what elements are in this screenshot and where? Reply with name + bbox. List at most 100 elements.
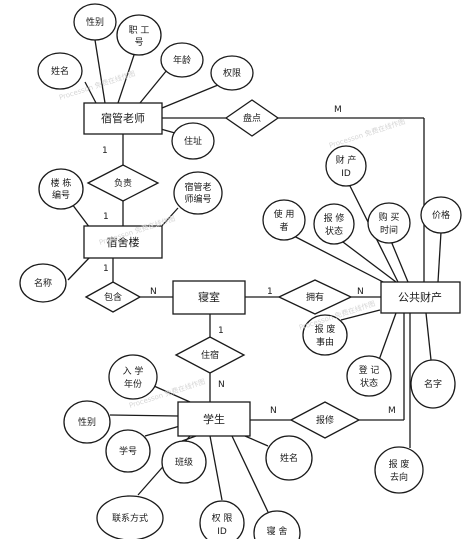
svg-text:报 废: 报 废 xyxy=(315,323,336,335)
cardinality-room-live: 1 xyxy=(218,326,224,336)
svg-text:性别: 性别 xyxy=(86,16,104,28)
entity-label: 宿管老师 xyxy=(101,111,145,125)
relationship-report: 报修 xyxy=(289,401,361,439)
entity-building: 宿舍楼 xyxy=(83,225,163,259)
attr-student-name: 姓名 xyxy=(265,435,313,481)
svg-text:学号: 学号 xyxy=(119,445,137,457)
svg-text:权 限: 权 限 xyxy=(212,512,233,524)
entity-label: 宿舍楼 xyxy=(107,235,140,249)
cardinality-asset-report: M xyxy=(388,406,396,416)
svg-text:登 记: 登 记 xyxy=(359,365,380,376)
svg-text:财 产: 财 产 xyxy=(336,154,357,166)
entity-asset: 公共财产 xyxy=(380,281,461,314)
cardinality-building-contain: 1 xyxy=(103,264,109,274)
relationship-label: 包含 xyxy=(104,291,122,303)
svg-text:报 废: 报 废 xyxy=(389,458,410,470)
svg-text:姓名: 姓名 xyxy=(51,65,69,77)
svg-text:师编号: 师编号 xyxy=(184,193,211,205)
attr-student-contact: 联系方式 xyxy=(96,495,164,539)
cardinality-teacher-responsible: 1 xyxy=(102,146,108,156)
attr-teacher-name: 姓名 xyxy=(37,52,83,90)
attr-student-no: 学号 xyxy=(105,429,151,473)
relationship-live: 住宿 xyxy=(174,336,246,374)
svg-text:报 修: 报 修 xyxy=(324,212,345,224)
attr-teacher-gender: 性别 xyxy=(73,3,117,41)
svg-text:权限: 权限 xyxy=(223,67,241,79)
svg-text:名称: 名称 xyxy=(34,277,52,289)
attr-teacher-addr: 住址 xyxy=(171,122,215,160)
svg-text:Processon 免费在线作图: Processon 免费在线作图 xyxy=(328,117,406,150)
svg-text:号: 号 xyxy=(134,37,143,48)
svg-text:宿管老: 宿管老 xyxy=(184,181,211,193)
attr-asset-name: 名字 xyxy=(410,359,456,409)
svg-text:价格: 价格 xyxy=(432,209,450,221)
svg-text:者: 者 xyxy=(279,222,288,233)
attr-asset-price: 价格 xyxy=(420,196,462,234)
svg-text:姓名: 姓名 xyxy=(280,452,298,464)
svg-text:班级: 班级 xyxy=(175,456,193,468)
relationship-contain: 包含 xyxy=(84,281,142,313)
svg-text:使 用: 使 用 xyxy=(274,208,295,220)
entity-label: 寝室 xyxy=(198,290,220,304)
svg-text:年龄: 年龄 xyxy=(173,54,191,66)
svg-text:寝 舍: 寝 舍 xyxy=(267,525,288,537)
svg-text:时间: 时间 xyxy=(380,224,398,236)
svg-text:购 买: 购 买 xyxy=(379,211,400,223)
entity-room: 寝室 xyxy=(172,280,246,315)
svg-text:住址: 住址 xyxy=(184,135,202,147)
attr-building-no: 楼 栋 编号 xyxy=(38,168,84,210)
svg-text:事由: 事由 xyxy=(316,336,334,348)
attr-asset-id: 财 产 ID xyxy=(325,145,367,187)
attr-building-name: 名称 xyxy=(19,263,67,303)
attr-asset-repair-status: 报 修 状态 xyxy=(313,203,355,245)
attr-student-class: 班级 xyxy=(161,440,207,484)
attr-teacher-staffno: 职 工 号 xyxy=(116,14,162,56)
entity-teacher: 宿管老师 xyxy=(83,102,163,135)
relationship-label: 住宿 xyxy=(201,349,219,361)
relationship-label: 盘点 xyxy=(243,112,261,124)
cardinality-labels: M 1 1 1 N 1 N 1 N N M xyxy=(102,105,396,416)
cardinality-student-report: N xyxy=(270,406,277,416)
svg-text:ID: ID xyxy=(341,169,351,179)
svg-text:联系方式: 联系方式 xyxy=(112,512,148,524)
relationship-label: 报修 xyxy=(316,414,334,426)
cardinality-student-live: N xyxy=(218,380,225,390)
cardinality-building-responsible: 1 xyxy=(103,212,109,222)
svg-text:职 工: 职 工 xyxy=(129,25,150,36)
attr-student-dorm: 寝 舍 xyxy=(253,510,301,539)
svg-text:状态: 状态 xyxy=(360,377,378,389)
attr-asset-buy-time: 购 买 时间 xyxy=(367,202,411,244)
attr-asset-scrap-dest: 报 废 去向 xyxy=(374,446,424,494)
attr-teacher-age: 年龄 xyxy=(160,42,204,78)
entity-label: 公共财产 xyxy=(398,290,442,304)
svg-text:入 学: 入 学 xyxy=(123,365,144,377)
cardinality-room-contain: N xyxy=(150,287,157,297)
attr-asset-scrap-reason: 报 废 事由 xyxy=(302,314,348,356)
svg-text:编号: 编号 xyxy=(52,189,70,201)
attr-teacher-perm: 权限 xyxy=(210,55,254,91)
cardinality-room-own: 1 xyxy=(267,287,273,297)
entity-student: 学生 xyxy=(177,401,251,437)
svg-text:状态: 状态 xyxy=(325,225,343,237)
svg-text:楼 栋: 楼 栋 xyxy=(51,177,72,189)
entity-label: 学生 xyxy=(203,412,225,426)
svg-text:年份: 年份 xyxy=(124,378,142,390)
relationship-label: 负责 xyxy=(114,177,132,189)
svg-text:名字: 名字 xyxy=(424,378,442,390)
svg-text:去向: 去向 xyxy=(390,471,408,483)
attr-student-year: 入 学 年份 xyxy=(108,354,158,400)
attr-asset-register: 登 记 状态 xyxy=(346,355,392,397)
relationship-own: 拥有 xyxy=(277,279,353,315)
cardinality-asset-own: N xyxy=(357,287,364,297)
relationship-label: 拥有 xyxy=(306,291,324,303)
attr-student-gender: 性别 xyxy=(63,400,111,444)
attr-building-mgr: 宿管老 师编号 xyxy=(173,171,223,215)
svg-text:性别: 性别 xyxy=(78,416,96,428)
relationship-inventory: 盘点 xyxy=(224,99,280,137)
cardinality-teacher-inventory: M xyxy=(334,105,342,115)
attr-asset-user: 使 用 者 xyxy=(262,199,306,241)
relationship-responsible: 负责 xyxy=(86,164,160,202)
svg-text:ID: ID xyxy=(217,527,227,537)
attr-student-perm: 权 限 ID xyxy=(199,500,245,539)
